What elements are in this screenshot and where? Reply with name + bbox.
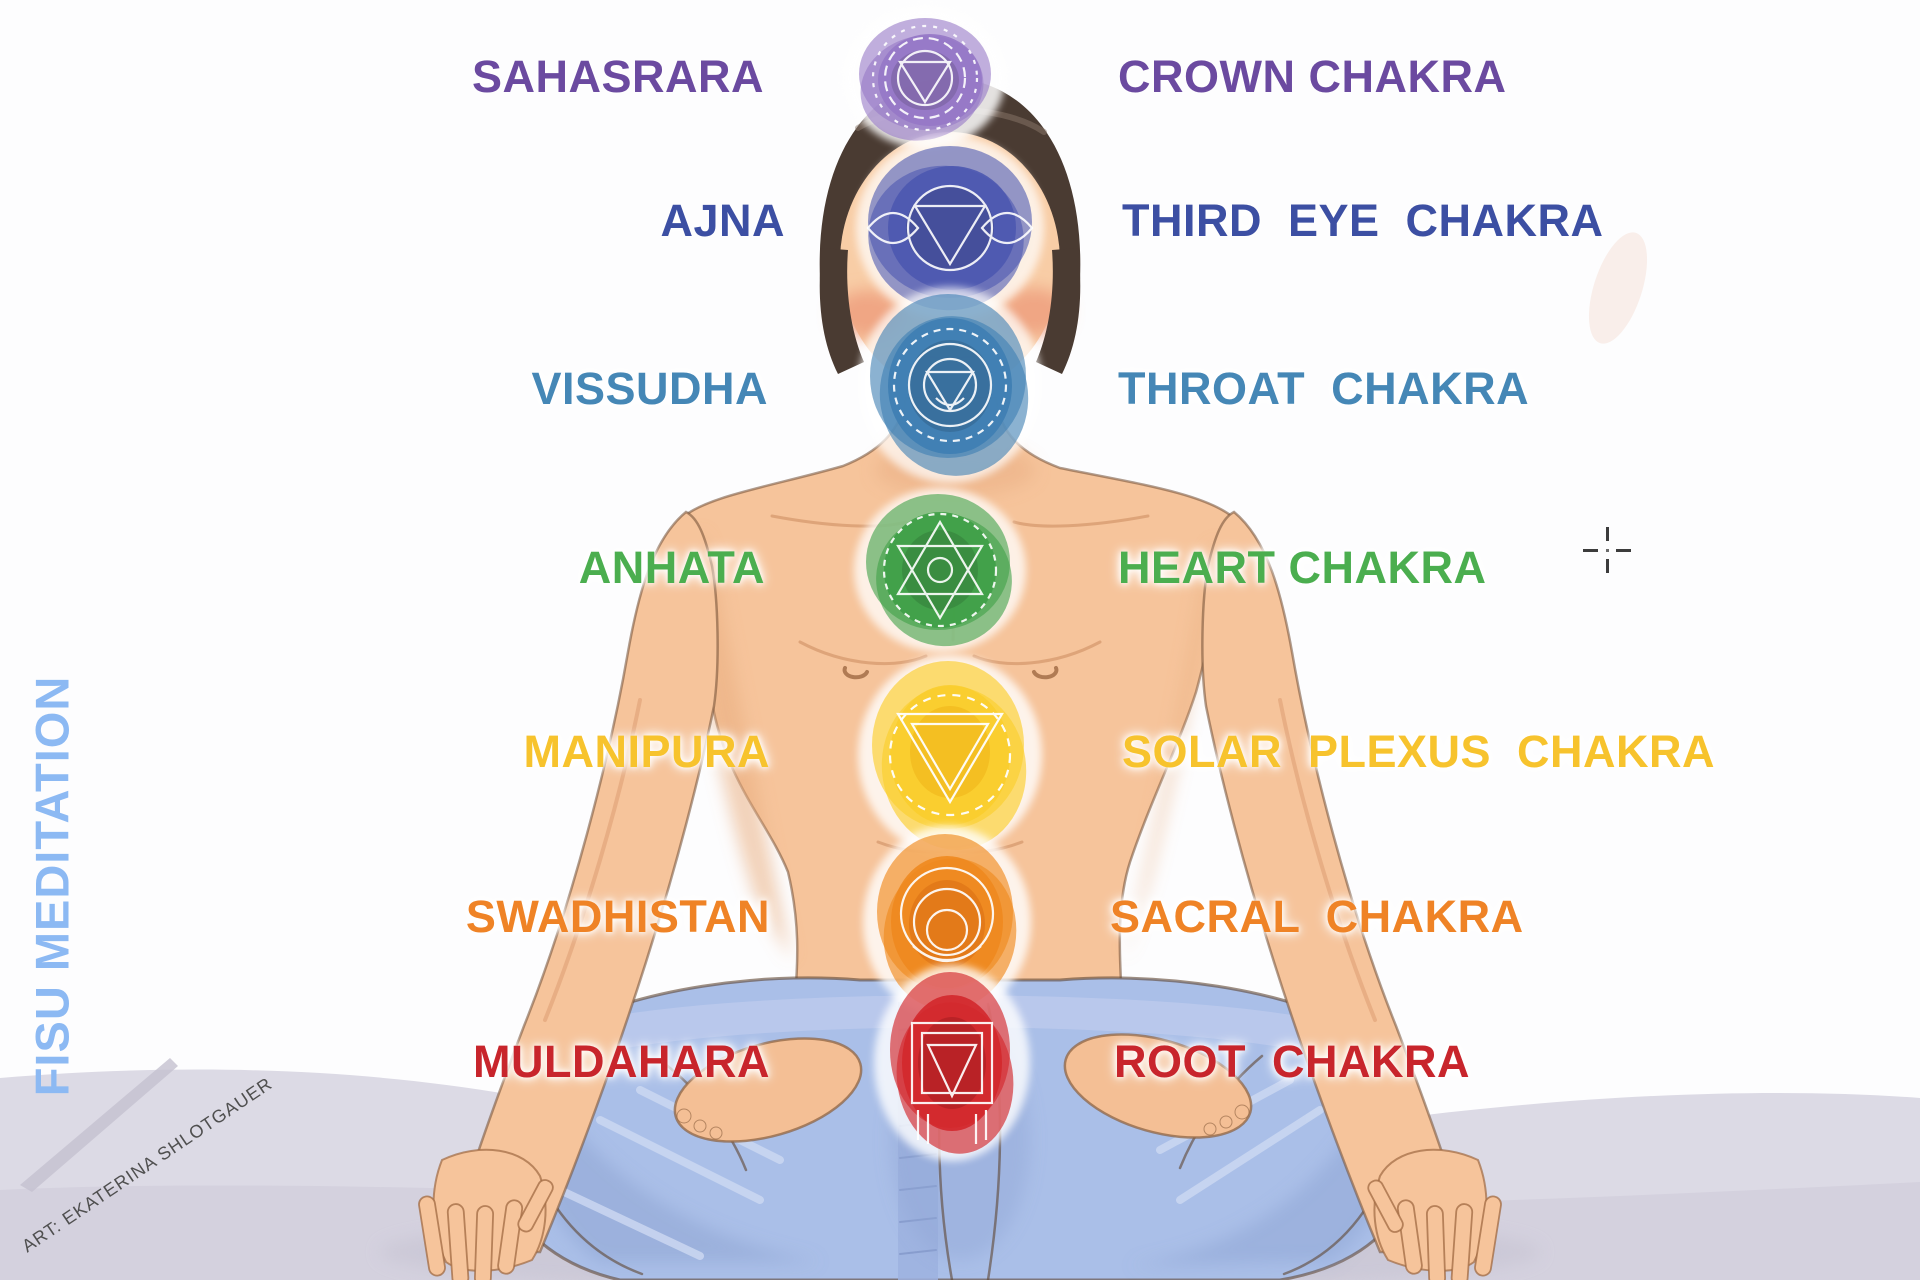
throat-chakra-icon xyxy=(858,287,1042,483)
sanskrit-label-throat: VISSUDHA xyxy=(531,363,768,414)
third-eye-chakra-icon xyxy=(856,136,1044,320)
third-eye-chakra-symbol xyxy=(866,184,1034,272)
sacral-chakra-icon xyxy=(863,826,1031,1018)
heart-chakra-icon xyxy=(854,488,1026,652)
throat-chakra-symbol xyxy=(892,327,1008,443)
english-label-third-eye: THIRD EYE CHAKRA xyxy=(1122,195,1604,246)
sanskrit-label-root: MULDAHARA xyxy=(473,1036,770,1087)
sanskrit-label-crown: SAHASRARA xyxy=(471,51,764,102)
english-label-sacral: SACRAL CHAKRA xyxy=(1110,891,1524,942)
sacral-chakra-symbol xyxy=(899,866,995,963)
english-label-heart: HEART CHAKRA xyxy=(1118,542,1487,593)
hair xyxy=(819,78,1081,348)
feet xyxy=(673,1033,1253,1143)
sanskrit-label-heart: ANHATA xyxy=(578,542,765,593)
brand-text: FISU MEDITATION xyxy=(25,675,79,1097)
solar-plexus-chakra-icon xyxy=(858,655,1042,855)
solar-plexus-chakra-symbol xyxy=(888,693,1012,817)
english-label-throat: THROAT CHAKRA xyxy=(1118,363,1530,414)
english-label-solar-plexus: SOLAR PLEXUS CHAKRA xyxy=(1122,726,1716,777)
background-smudge xyxy=(1588,232,1648,344)
chest-details xyxy=(842,666,1059,680)
floor-sketch-line xyxy=(20,1058,178,1192)
english-label-root: ROOT CHAKRA xyxy=(1114,1036,1470,1087)
right-hand xyxy=(1367,1148,1502,1280)
sanskrit-label-sacral: SWADHISTAN xyxy=(465,891,770,942)
sanskrit-label-third-eye: AJNA xyxy=(660,195,785,246)
crown-chakra-icon xyxy=(845,8,1005,148)
crown-chakra-symbol xyxy=(871,24,979,132)
left-hand xyxy=(418,1148,554,1280)
root-chakra-icon xyxy=(874,965,1030,1161)
english-label-crown: CROWN CHAKRA xyxy=(1118,51,1507,102)
root-chakra-symbol xyxy=(910,1021,994,1144)
sanskrit-label-solar-plexus: MANIPURA xyxy=(523,726,770,777)
heart-chakra-symbol xyxy=(882,512,998,628)
